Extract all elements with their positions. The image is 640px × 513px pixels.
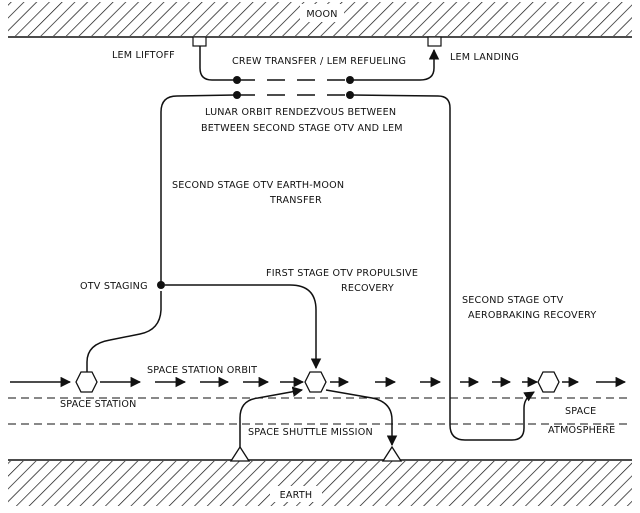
space-station-orbit-label: SPACE STATION ORBIT	[147, 365, 257, 376]
crew-transfer-label: CREW TRANSFER / LEM REFUELING	[232, 56, 406, 67]
otv-staging-node	[157, 281, 165, 289]
rendezvous-node-lower-right	[346, 91, 354, 99]
space-station-hex-center	[304, 371, 327, 393]
lem-liftoff-label: LEM LIFTOFF	[112, 50, 175, 61]
rendezvous-node-upper-right	[346, 76, 354, 84]
rendezvous-label-line2: BETWEEN SECOND STAGE OTV AND LEM	[201, 123, 403, 134]
otv-transfer-path	[160, 94, 236, 285]
lem-landing-label: LEM LANDING	[450, 52, 519, 63]
shuttle-ascent-path	[239, 386, 304, 447]
moon-surface: MOON	[8, 2, 632, 38]
shuttle-launch-triangle-left	[229, 445, 251, 462]
atmosphere-label: ATMOSPHERE	[548, 425, 615, 436]
station-to-staging-path	[86, 291, 162, 372]
rendezvous-node-upper-left	[233, 76, 241, 84]
otv-return-path	[351, 94, 535, 441]
space-label: SPACE	[565, 406, 596, 417]
first-stage-label-line2: RECOVERY	[341, 283, 394, 294]
moon-label: MOON	[306, 9, 337, 20]
shuttle-descent-path	[325, 389, 398, 447]
lem-landing-marker	[427, 36, 442, 47]
lem-landing-path	[350, 48, 440, 81]
space-station-hex-left	[75, 371, 98, 393]
first-stage-recovery-path	[165, 284, 322, 370]
transfer-label-line2: TRANSFER	[269, 195, 322, 206]
shuttle-launch-triangle-right	[381, 445, 403, 462]
space-station-label: SPACE STATION	[60, 399, 137, 410]
rendezvous-node-lower-left	[233, 91, 241, 99]
aerobraking-label-line1: SECOND STAGE OTV	[462, 295, 564, 306]
earth-surface: EARTH	[8, 459, 632, 506]
first-stage-label-line1: FIRST STAGE OTV PROPULSIVE	[266, 268, 418, 279]
transfer-label-line1: SECOND STAGE OTV EARTH-MOON	[172, 180, 344, 191]
lem-liftoff-path	[199, 46, 235, 81]
aerobraking-label-line2: AEROBRAKING RECOVERY	[468, 310, 596, 321]
rendezvous-label-line1: LUNAR ORBIT RENDEZVOUS BETWEEN	[205, 107, 396, 118]
space-station-hex-right	[537, 371, 560, 393]
otv-staging-label: OTV STAGING	[80, 281, 148, 292]
lem-liftoff-marker	[192, 36, 207, 47]
earth-label: EARTH	[280, 490, 313, 501]
shuttle-mission-label: SPACE SHUTTLE MISSION	[248, 427, 373, 438]
